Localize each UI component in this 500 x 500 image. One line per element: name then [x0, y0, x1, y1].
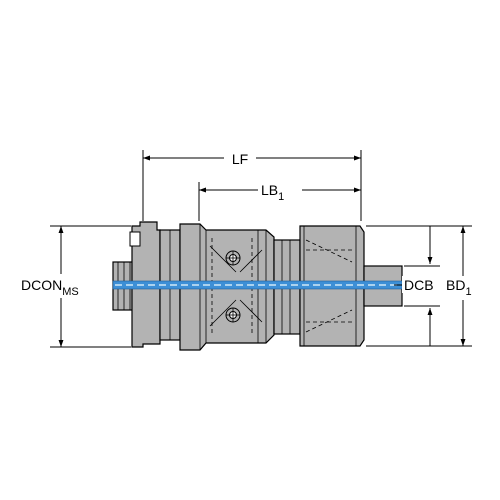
dimension-dconms: DCONMS	[20, 225, 131, 348]
dimension-lb1: LB1	[198, 180, 362, 221]
toolholder-body	[112, 221, 403, 351]
clamp-screw-bottom	[225, 307, 241, 323]
dimension-dcb: DCB	[394, 226, 442, 346]
clamp-screw-top	[225, 250, 241, 266]
dimension-lf: LF	[142, 150, 362, 221]
bd1-label: BD1	[446, 277, 472, 298]
dimension-bd1: BD1	[366, 225, 489, 347]
dconms-label: DCONMS	[21, 277, 79, 298]
flange-key-slot	[129, 231, 141, 247]
dcb-label: DCB	[404, 277, 434, 293]
lf-label: LF	[232, 151, 248, 167]
lb1-label: LB1	[261, 182, 284, 203]
